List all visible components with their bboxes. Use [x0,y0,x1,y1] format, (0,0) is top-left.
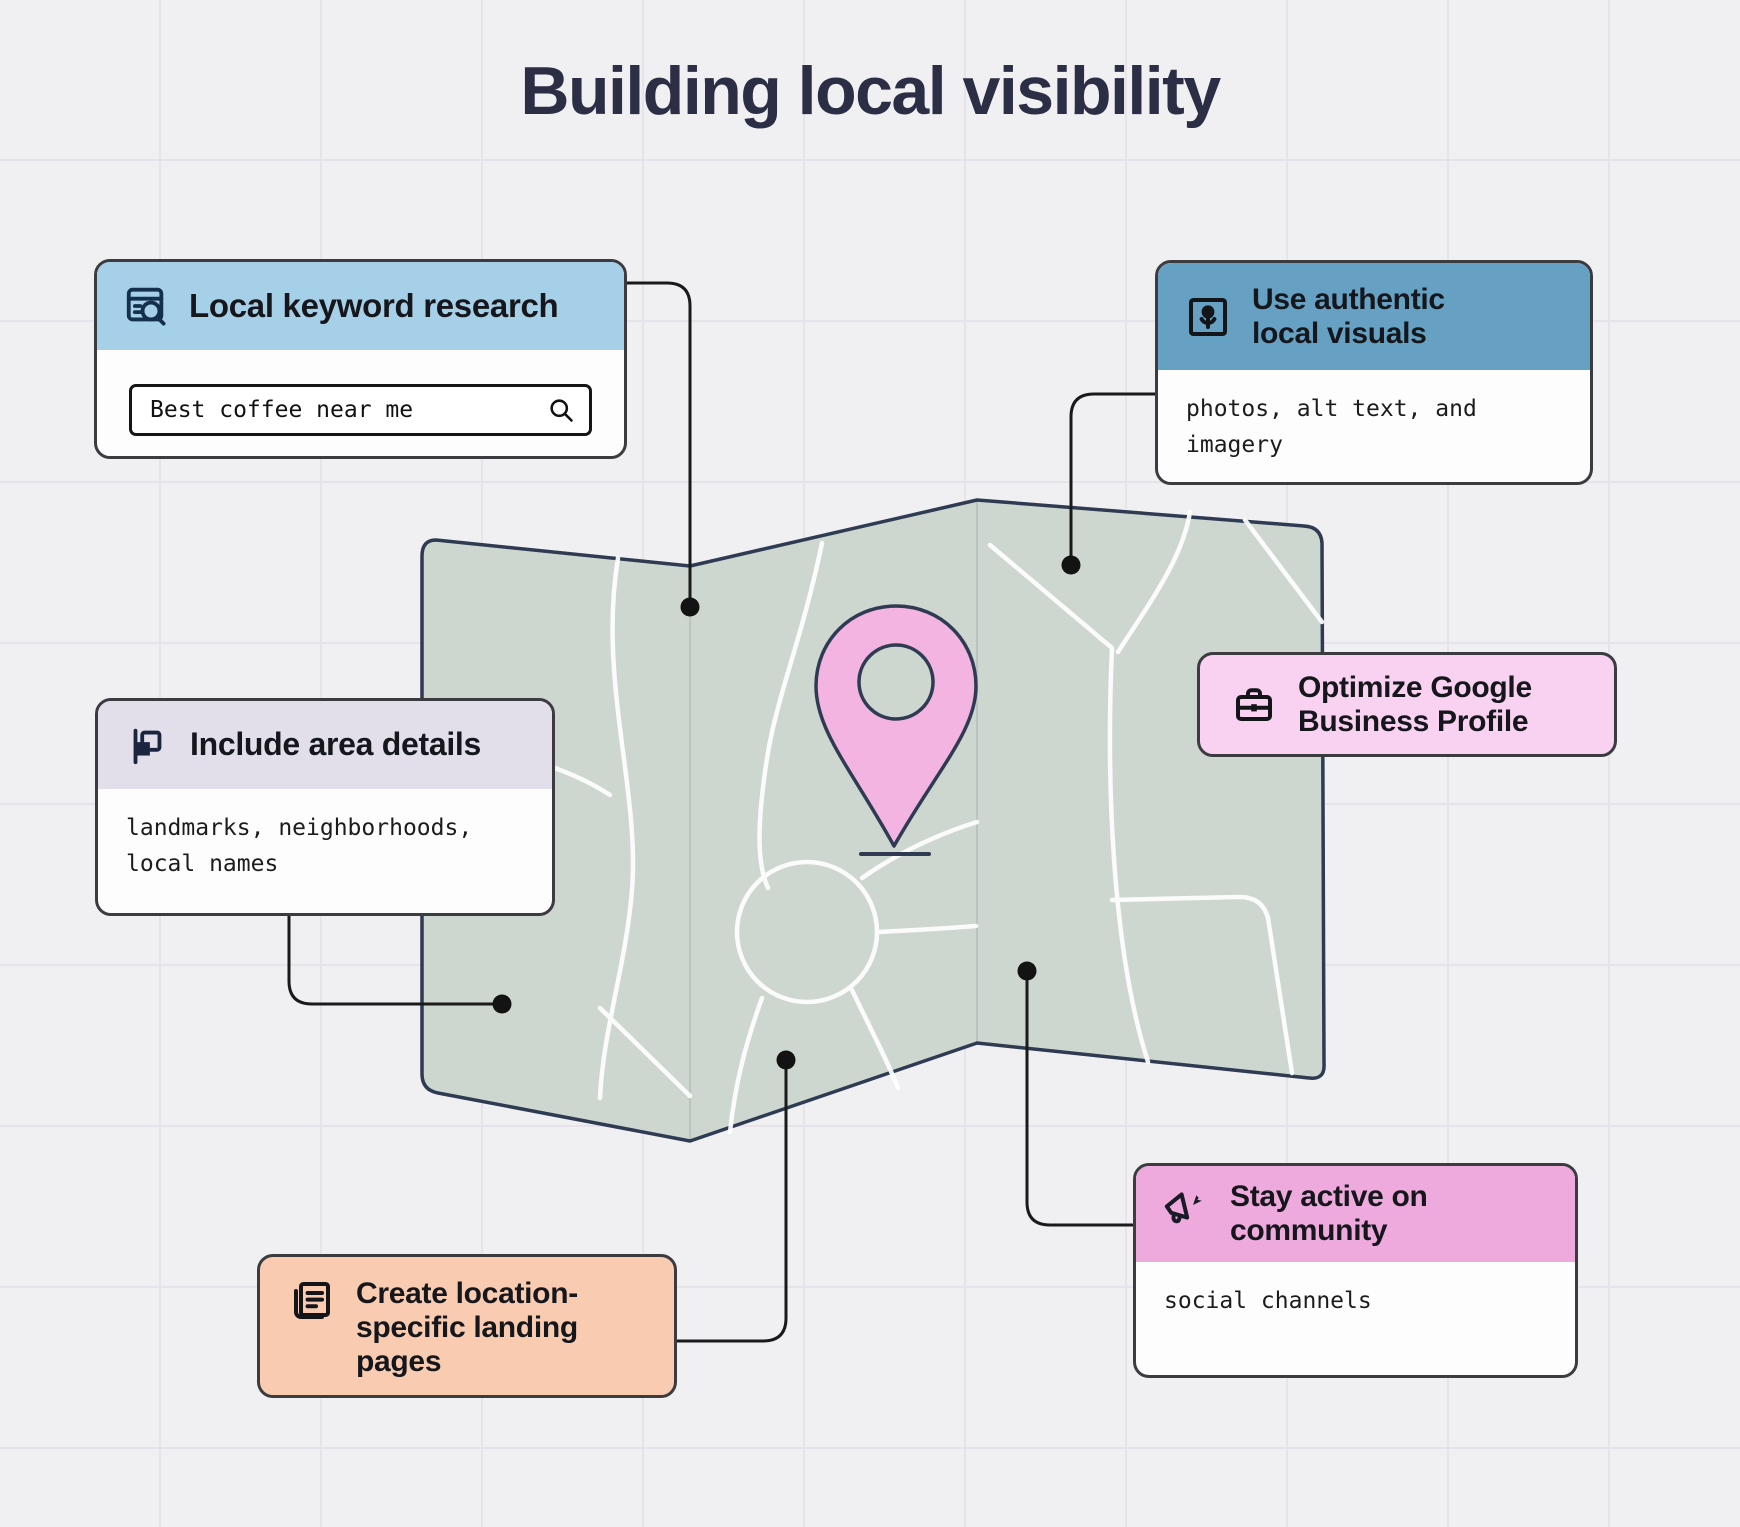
card-header: Use authentic local visuals [1158,263,1590,370]
connector-community [1025,979,1135,1227]
megaphone-icon [1164,1192,1202,1224]
map-outline [420,498,1326,1143]
stacked-pages-icon [294,1282,330,1319]
connector-landing-pages [675,1068,788,1343]
magnifier-icon[interactable] [547,396,575,424]
location-pin-icon [814,604,978,856]
card-use-authentic-local-visuals: Use authentic local visuals photos, alt … [1155,260,1593,485]
connector-dot [492,994,512,1014]
card-create-location-specific-landing-pages: Create location- specific landing pages [257,1254,677,1398]
card-title: Local keyword research [189,286,559,324]
framed-photo-icon [1189,297,1227,336]
connector-dot [680,597,700,617]
map-roads [420,509,1325,1135]
connector-area-details [287,914,494,1006]
card-header: Include area details [98,701,552,789]
card-title: Use authentic local visuals [1252,282,1445,350]
search-input[interactable] [132,397,547,423]
card-title: Create location- specific landing pages [356,1277,578,1378]
card-title: Include area details [190,726,482,763]
card-body-text: social channels [1164,1288,1372,1314]
connector-authentic-visuals [1069,392,1157,558]
card-title: Optimize Google Business Profile [1298,670,1532,738]
browser-search-icon [126,287,166,326]
card-body-text: photos, alt text, and imagery [1186,396,1477,458]
card-title: Stay active on community [1230,1180,1428,1247]
page-title: Building local visibility [520,53,1221,129]
card-body-text: landmarks, neighborhoods, local names [126,815,473,877]
briefcase-icon [1236,687,1272,721]
connector-dot [1061,555,1081,575]
card-local-keyword-research: Local keyword research [94,259,627,459]
card-header: Local keyword research [97,262,624,350]
connector-keyword-research [625,281,692,600]
card-header: Stay active on community [1136,1166,1575,1262]
flag-icon [133,728,162,765]
card-stay-active-on-community: Stay active on community social channels [1133,1163,1578,1378]
card-optimize-google-business-profile: Optimize Google Business Profile [1197,652,1617,757]
connector-dot [1017,961,1037,981]
search-box [129,384,592,436]
card-include-area-details: Include area details landmarks, neighbor… [95,698,555,916]
connector-dot [776,1050,796,1070]
